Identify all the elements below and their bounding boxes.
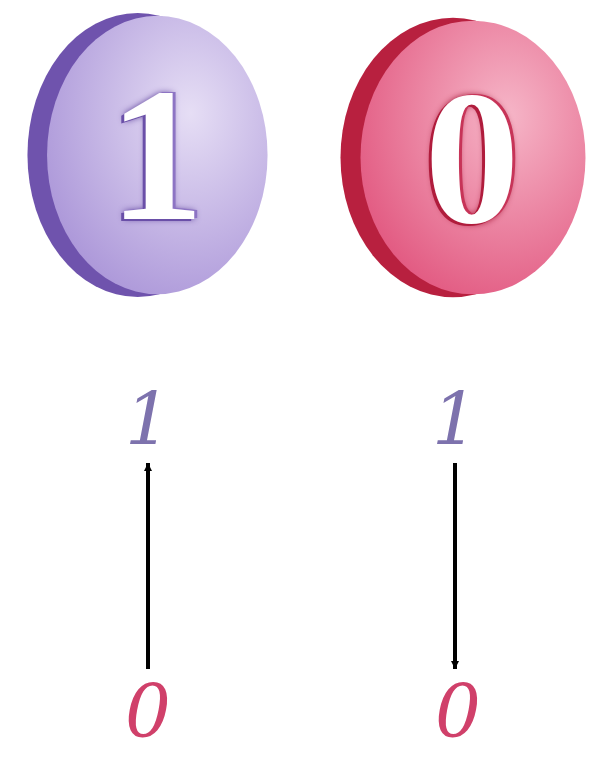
coin-zero: 0 <box>338 15 588 300</box>
bit-zero: 0 <box>427 672 489 752</box>
coin-one: 1 <box>25 10 270 300</box>
bit-digit: 1 <box>125 384 171 456</box>
coin-face <box>47 16 267 294</box>
bit-zero: 0 <box>117 672 179 752</box>
bit-digit: 0 <box>125 676 171 748</box>
coin-digit: 1 <box>109 60 204 250</box>
bit-one: 1 <box>424 380 486 460</box>
arrow-connector <box>146 463 150 669</box>
bit-one: 1 <box>117 380 179 460</box>
coin-face <box>361 21 586 295</box>
coin-digit: 0 <box>425 63 520 253</box>
arrow-connector <box>453 463 457 669</box>
bit-digit: 1 <box>432 384 478 456</box>
bit-digit: 0 <box>435 676 481 748</box>
